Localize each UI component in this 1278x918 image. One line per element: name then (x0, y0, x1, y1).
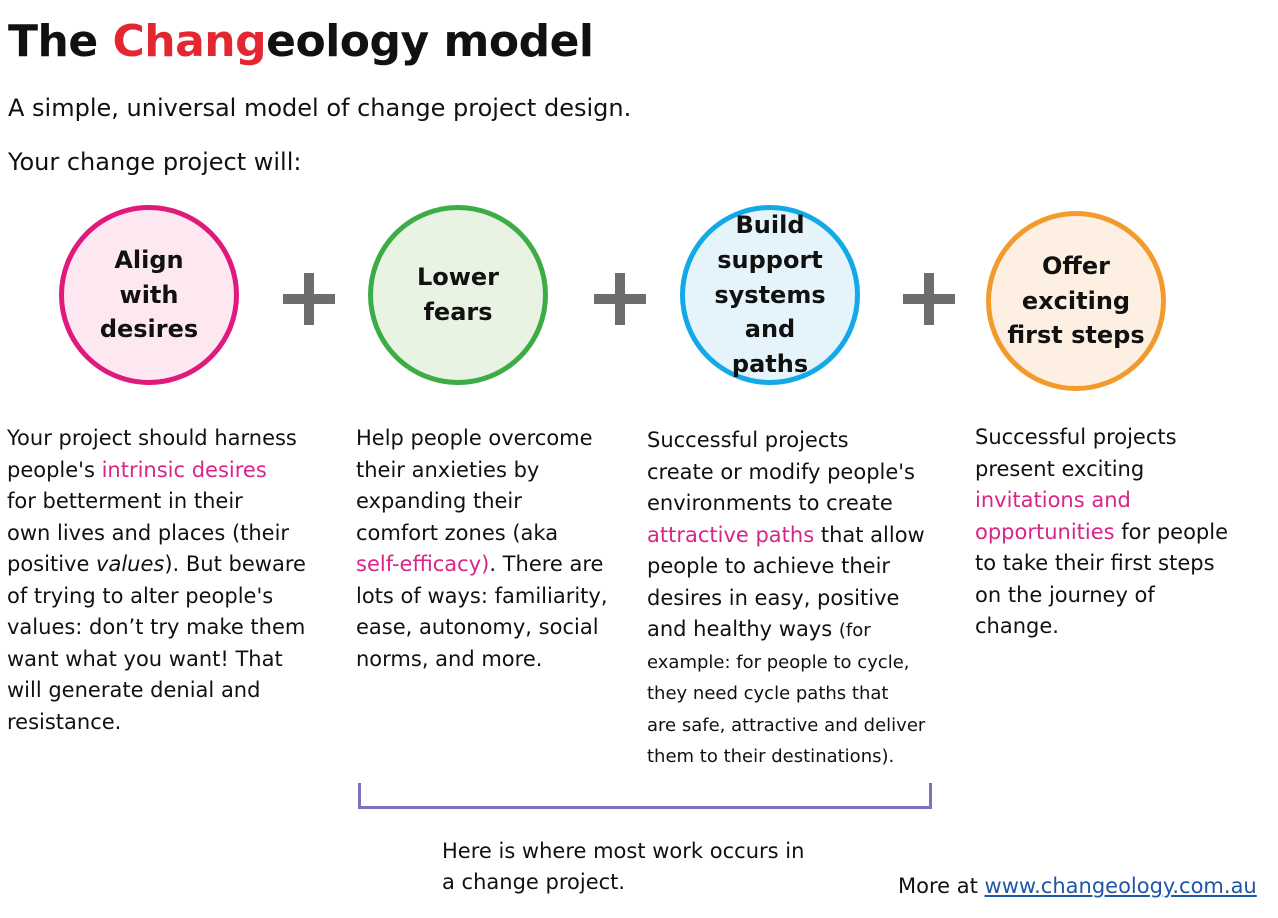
website-link[interactable]: www.changeology.com.au (984, 874, 1257, 898)
bracket-note-line: Here is where most work occurs in (442, 839, 805, 863)
plus-icon (594, 273, 646, 325)
description-line: Successful projects (647, 428, 849, 452)
description-line: values: don’t try make them (7, 615, 306, 639)
description-align-with-desires: Your project should harness people's intr… (7, 423, 306, 738)
description-offer-first-steps: Successful projects present exciting invit… (975, 422, 1228, 643)
description-line: ease, autonomy, social (356, 615, 599, 639)
description-line: desires in easy, positive (647, 585, 900, 610)
description-line: Your project should harness (7, 426, 297, 450)
circle-label-line: first steps (1007, 321, 1145, 350)
circle-build-support: Build support systems and paths (680, 205, 860, 385)
description-line: example: for people to cycle, (647, 651, 910, 673)
description-line: Successful projects (975, 425, 1177, 449)
circle-offer-first-steps: Offer exciting first steps (986, 211, 1166, 391)
description-build-support: Successful projects create or modify peop… (647, 425, 925, 772)
circle-label-line: exciting (1021, 286, 1131, 315)
description-line: are safe, attractive and deliver (647, 714, 926, 736)
description-line: people to achieve their (647, 554, 891, 578)
title-accent: Chang (112, 16, 267, 67)
description-line: comfort zones (aka (356, 520, 559, 545)
description-line: present exciting (975, 456, 1145, 481)
title-prefix: The (8, 16, 113, 67)
circle-label-line: Offer (1042, 251, 1110, 280)
description-line: positive values). But beware (7, 552, 306, 576)
circle-label-line: systems and (714, 280, 826, 344)
intro-text: Your change project will: (8, 148, 302, 176)
footer-prefix: More at (898, 874, 985, 898)
description-line: will generate denial and (7, 678, 261, 702)
circle-align-with-desires: Align with desires (59, 205, 239, 385)
description-line: lots of ways: familiarity, (356, 583, 608, 608)
circle-label-line: paths (731, 350, 809, 379)
description-line: they need cycle paths that (647, 683, 889, 704)
description-line: Help people overcome (356, 426, 593, 450)
page-title: The Changeology model (8, 16, 594, 67)
circle-label-line: fears (423, 298, 493, 326)
footer-more: More at www.changeology.com.au (898, 874, 1257, 898)
plus-icon (903, 273, 955, 325)
description-line: resistance. (7, 709, 122, 734)
description-line: to take their first steps (975, 551, 1215, 575)
description-line: opportunities for people (975, 519, 1229, 544)
description-line: invitations and (975, 485, 1228, 517)
page-subtitle: A simple, universal model of change proj… (8, 94, 632, 122)
description-line: expanding their (356, 489, 522, 513)
description-line: self-efficacy). There are (356, 552, 604, 576)
description-line: of trying to alter people's (7, 583, 274, 608)
circle-label-line: Lower (416, 263, 500, 292)
bracket-note: Here is where most work occurs in a chan… (442, 836, 804, 898)
description-line: environments to create (647, 491, 893, 515)
description-line: want what you want! That (7, 646, 283, 671)
highlighted-term: opportunities (975, 519, 1115, 544)
description-lower-fears: Help people overcome their anxieties by ex… (356, 423, 608, 675)
highlighted-term: intrinsic desires (101, 457, 267, 482)
description-line: people's intrinsic desires (7, 457, 267, 482)
description-line: norms, and more. (356, 646, 543, 671)
circle-label-line: Build (735, 211, 805, 240)
description-line: on the journey of (975, 582, 1155, 607)
circle-label-line: support (717, 245, 823, 274)
circle-lower-fears: Lower fears (368, 205, 548, 385)
description-line: for betterment in their (7, 489, 243, 513)
description-line: attractive paths that allow (647, 522, 925, 547)
plus-icon (283, 273, 335, 325)
description-line: own lives and places (their (7, 520, 290, 545)
description-line: their anxieties by (356, 457, 540, 482)
bracket-marker (358, 783, 932, 809)
emphasized-term: values (96, 552, 165, 576)
highlighted-term: invitations and (975, 488, 1131, 512)
description-line: change. (975, 614, 1059, 638)
circle-label-line: with (119, 280, 179, 309)
circle-label-line: desires (99, 315, 199, 344)
highlighted-term: attractive paths (647, 522, 815, 547)
title-suffix: eology model (266, 16, 594, 67)
circle-label-line: Align (114, 245, 184, 274)
bracket-note-line: a change project. (442, 870, 626, 894)
description-line: them to their destinations). (647, 746, 895, 767)
highlighted-term: self-efficacy) (356, 552, 490, 576)
description-line: create or modify people's (647, 459, 915, 484)
description-line: and healthy ways (for (647, 617, 871, 641)
